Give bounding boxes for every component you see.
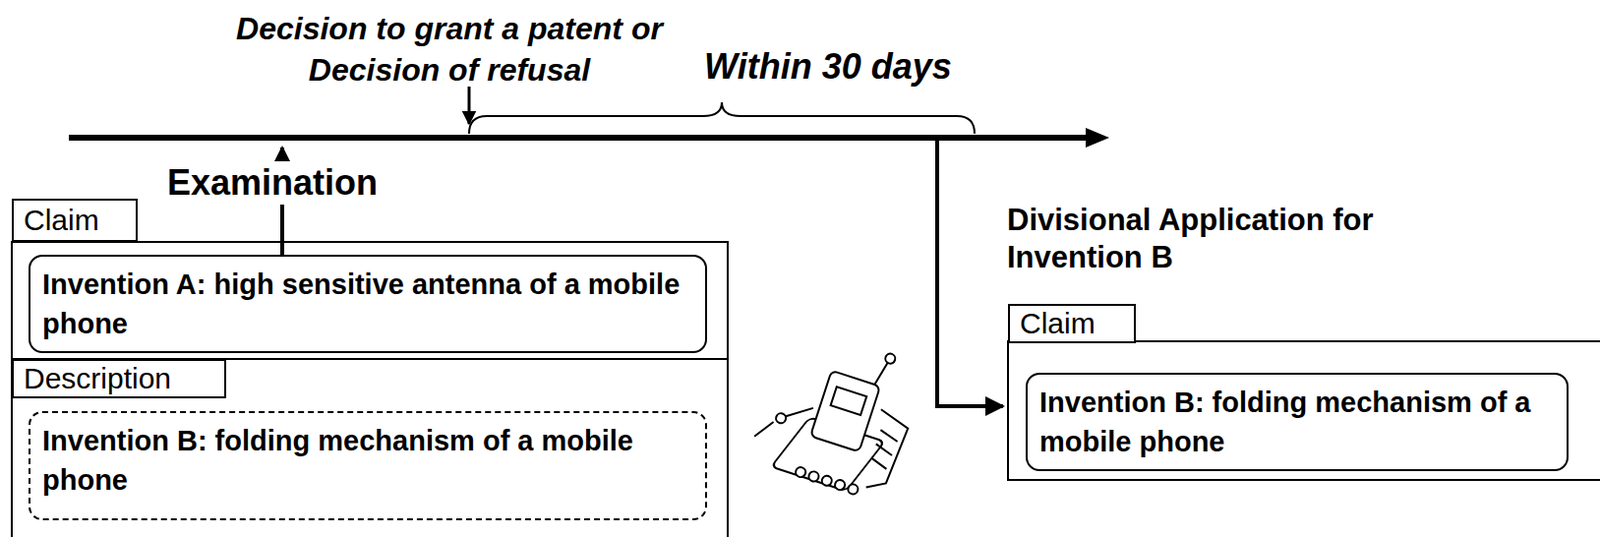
application-frame <box>11 241 728 537</box>
section-tab: Description <box>11 358 227 399</box>
divisional-arrow <box>937 140 1004 407</box>
phone-illustration <box>746 321 929 505</box>
timeline-head <box>1085 127 1110 148</box>
invention-box: Invention B: folding mechanism of a mobi… <box>1025 372 1569 472</box>
timeline-label: Within 30 days <box>704 45 1019 89</box>
claim-section: ClaimInvention B: folding mechanism of a… <box>1007 303 1600 480</box>
invention-box: Invention B: folding mechanism of a mobi… <box>28 411 708 521</box>
claim-section: DescriptionInvention B: folding mechanis… <box>11 358 728 537</box>
timeline-label: Decision to grant a patent or Decision o… <box>203 7 696 91</box>
section-tab: Claim <box>1007 303 1136 344</box>
divisional-frame <box>1007 341 1600 480</box>
invention-text: Invention A: high sensitive antenna of a… <box>42 264 694 344</box>
application-heading: Divisional Application for Invention B <box>1007 201 1381 277</box>
invention-box: Invention A: high sensitive antenna of a… <box>28 254 708 354</box>
section-tab: Claim <box>11 198 138 242</box>
period-brace <box>469 102 975 134</box>
timeline <box>68 134 1094 141</box>
decision-arrow <box>468 86 472 124</box>
invention-text: Invention B: folding mechanism of a mobi… <box>1039 382 1555 462</box>
claim-section: ClaimInvention A: high sensitive antenna… <box>11 198 728 359</box>
invention-text: Invention B: folding mechanism of a mobi… <box>42 420 694 500</box>
timeline-label: Examination <box>165 161 380 205</box>
